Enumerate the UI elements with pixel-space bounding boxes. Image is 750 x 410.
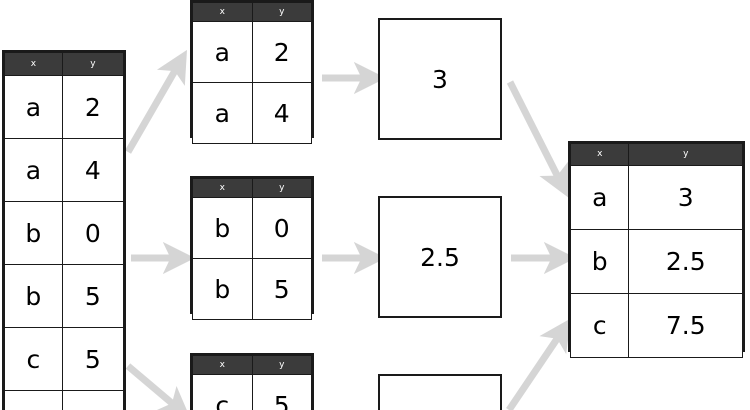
aggregate-value-a: 3 [432, 64, 448, 94]
column-header-y: y [628, 143, 743, 166]
result-table: x y a 3 b 2.5 c 7.5 [568, 141, 745, 358]
cell-x: a [192, 21, 253, 83]
aggregate-box-c: 7.5 [378, 374, 502, 410]
source-table: x y a 2 a 4 b 0 b 5 c 5 [2, 50, 126, 410]
table-row: a 2 [4, 75, 125, 139]
table-row: c 10 [4, 390, 125, 410]
arrow-source-to-group-c [125, 363, 191, 410]
cell-y: 0 [61, 201, 125, 265]
cell-x: b [192, 258, 253, 320]
table-header-row: x y [4, 52, 125, 76]
cell-y: 2.5 [628, 229, 743, 294]
cell-y: 5 [61, 327, 125, 391]
table-row: c 5 [4, 327, 125, 391]
table-row: b 2.5 [569, 229, 743, 294]
cell-x: a [4, 138, 63, 202]
aggregate-value-b: 2.5 [420, 242, 460, 272]
column-header-x: x [192, 178, 253, 198]
cell-x: c [192, 374, 253, 410]
column-header-x: x [4, 52, 63, 76]
table-row: b 5 [192, 258, 312, 320]
column-header-x: x [569, 143, 630, 166]
table-row: a 2 [192, 21, 312, 83]
cell-x: b [4, 201, 63, 265]
arrow-source-to-group-a [124, 49, 188, 154]
table-header-row: x y [569, 143, 743, 166]
cell-x: c [4, 390, 63, 410]
table-row: b 0 [192, 197, 312, 259]
table-row: a 4 [192, 82, 312, 144]
group-table-a: x y a 2 a 4 [190, 0, 314, 144]
column-header-y: y [251, 178, 312, 198]
aggregate-box-b: 2.5 [378, 196, 502, 318]
cell-y: 5 [251, 258, 312, 320]
cell-x: b [192, 197, 253, 259]
cell-y: 7.5 [628, 293, 743, 358]
cell-y: 4 [251, 82, 312, 144]
cell-x: c [569, 293, 630, 358]
cell-y: 5 [251, 374, 312, 410]
arrow-box-a-to-result [506, 80, 569, 198]
table-row: a 4 [4, 138, 125, 202]
table-header-row: x y [192, 355, 312, 375]
aggregate-box-a: 3 [378, 18, 502, 140]
cell-x: a [192, 82, 253, 144]
cell-y: 0 [251, 197, 312, 259]
column-header-x: x [192, 355, 253, 375]
cell-y: 2 [61, 75, 125, 139]
table-row: a 3 [569, 165, 743, 230]
table-row: c 5 [192, 374, 312, 410]
cell-x: b [569, 229, 630, 294]
cell-x: b [4, 264, 63, 328]
cell-x: a [4, 75, 63, 139]
cell-y: 4 [61, 138, 125, 202]
cell-y: 3 [628, 165, 743, 230]
table-header-row: x y [192, 2, 312, 22]
column-header-y: y [251, 2, 312, 22]
column-header-x: x [192, 2, 253, 22]
cell-x: a [569, 165, 630, 230]
cell-y: 2 [251, 21, 312, 83]
group-table-c: x y c 5 c 10 [190, 353, 314, 410]
cell-y: 5 [61, 264, 125, 328]
table-row: b 5 [4, 264, 125, 328]
cell-x: c [4, 327, 63, 391]
arrow-box-c-to-result [506, 318, 571, 410]
column-header-y: y [251, 355, 312, 375]
group-table-b: x y b 0 b 5 [190, 176, 314, 320]
table-header-row: x y [192, 178, 312, 198]
table-row: c 7.5 [569, 293, 743, 358]
cell-y: 10 [61, 390, 125, 410]
column-header-y: y [61, 52, 125, 76]
table-row: b 0 [4, 201, 125, 265]
